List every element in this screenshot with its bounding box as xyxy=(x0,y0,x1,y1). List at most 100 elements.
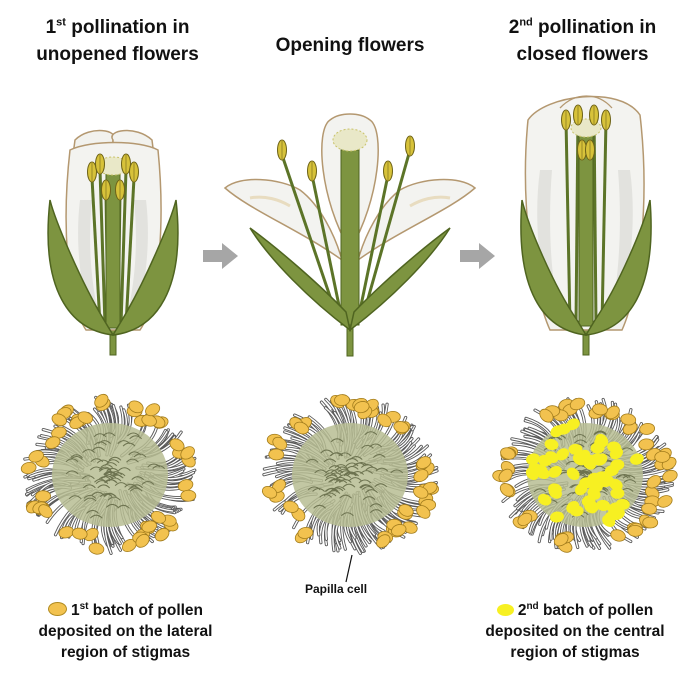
lateral-pollen-grain xyxy=(88,542,105,555)
papilla-core-cell xyxy=(375,467,389,472)
central-pollen-grain xyxy=(566,500,580,514)
papilla-core-cell xyxy=(86,509,99,514)
central-pollen-grain xyxy=(548,465,562,478)
central-pollen-grain xyxy=(604,510,618,523)
papilla-core-cell xyxy=(70,456,83,460)
anther xyxy=(277,139,287,161)
lateral-pollen-grain xyxy=(28,450,44,463)
papilla-core-cell xyxy=(617,474,631,478)
papilla-core-cell xyxy=(129,435,142,440)
lateral-pollen-grain xyxy=(657,495,673,508)
papilla-core-cell xyxy=(342,483,356,488)
papilla-core-cell xyxy=(364,431,378,436)
sepal xyxy=(111,199,179,336)
lateral-pollen-grain xyxy=(51,426,67,439)
stamens xyxy=(280,149,412,321)
sepal xyxy=(520,199,588,336)
papilla-core-cell xyxy=(105,503,119,508)
papilla-core-cell xyxy=(330,452,344,457)
petal xyxy=(356,178,477,262)
title-rest: pollination in xyxy=(65,17,190,38)
papilla-core-cell xyxy=(593,431,607,436)
papilla-core-cell xyxy=(358,479,372,484)
lateral-pollen-grain xyxy=(145,403,161,417)
legend-line1: batch of pollen xyxy=(538,602,654,619)
title-line2: unopened flowers xyxy=(36,44,199,65)
legend-num: 1 xyxy=(70,602,80,619)
papilla-core-cell xyxy=(324,472,337,477)
papilla-core-cell xyxy=(152,465,166,470)
central-pollen-grain xyxy=(566,467,580,480)
papilla-core-cell xyxy=(108,456,122,461)
central-pollen-grain xyxy=(609,478,623,491)
lateral-pollen-grain xyxy=(35,490,52,503)
papilla-core-cell xyxy=(127,432,140,437)
central-pollen-grain xyxy=(610,487,625,499)
lateral-pollen-grain xyxy=(517,512,533,527)
central-pollen-grain xyxy=(574,482,588,496)
anther xyxy=(589,104,599,126)
legend-first-batch: 1st batch of pollen deposited on the lat… xyxy=(8,600,243,663)
sepal xyxy=(47,199,115,336)
lateral-pollen-grain xyxy=(413,486,429,499)
central-pollen-grain xyxy=(615,498,630,510)
lateral-pollen-grain xyxy=(398,504,414,517)
papilla-core-cell xyxy=(334,464,348,468)
lateral-pollen-grain xyxy=(135,533,150,548)
lateral-pollen-grain xyxy=(539,408,554,423)
petal-fold xyxy=(559,95,613,109)
papilla-core-cell xyxy=(92,446,105,451)
papilla-core-cell xyxy=(353,462,366,467)
lateral-pollen-grain xyxy=(334,394,350,406)
papilla-core-cell xyxy=(89,466,103,471)
title-first-pollination: 1st pollination in unopened flowers xyxy=(5,14,230,68)
petal xyxy=(223,178,344,262)
lateral-pollen-grain xyxy=(605,405,620,420)
central-pollen-grain xyxy=(528,462,543,475)
central-pollen-grain xyxy=(544,438,559,451)
papilla-core-cell xyxy=(130,484,143,489)
lateral-pollen-grain xyxy=(128,400,144,414)
papilla-core-cell xyxy=(338,452,352,457)
papilla-core-cell xyxy=(126,458,139,463)
papilla-core-cell xyxy=(622,474,636,479)
lateral-pollen-grain xyxy=(620,413,637,426)
legend-line1: batch of pollen xyxy=(88,602,204,619)
legend-sup: nd xyxy=(526,600,539,612)
lateral-pollen-grain xyxy=(261,485,278,499)
closed-flower xyxy=(520,95,652,356)
papilla-core-cell xyxy=(106,459,120,464)
papilla-core-cell xyxy=(305,458,319,463)
petal-vein xyxy=(409,195,451,208)
papilla-core-cell xyxy=(103,493,117,498)
papilla-core-cell xyxy=(320,449,334,454)
lateral-pollen-grain xyxy=(45,436,61,449)
lateral-pollen-grain xyxy=(638,438,655,451)
papilla-core-cell xyxy=(70,454,83,459)
papilla-core-cell xyxy=(108,477,122,482)
central-pollen-grain xyxy=(581,495,596,507)
stigma xyxy=(332,128,368,152)
lateral-pollen-grain xyxy=(413,469,429,483)
legend-line2: deposited on the lateral xyxy=(38,623,213,640)
title-opening-flowers: Opening flowers xyxy=(275,35,425,56)
lateral-pollen-grain xyxy=(141,520,158,533)
papilla-core-cell xyxy=(103,471,117,476)
lateral-pollen-grain xyxy=(77,411,94,424)
lateral-pollen-grain xyxy=(654,450,671,463)
legend-line2: deposited on the central xyxy=(485,623,665,640)
lateral-pollen-grain xyxy=(376,534,391,548)
papilla-core-cell xyxy=(327,490,341,494)
lateral-pollen-grain xyxy=(353,401,370,414)
papilla-core-cell xyxy=(339,470,353,475)
lateral-pollen-grain xyxy=(150,510,167,524)
central-pollen-grain xyxy=(550,511,564,523)
papilla-core-cell xyxy=(68,495,82,500)
legend-num: 2 xyxy=(517,602,527,619)
central-pollen-grain xyxy=(572,453,587,466)
lateral-pollen-grain xyxy=(169,438,185,452)
papilla-core-cell xyxy=(593,430,607,435)
papilla-core-cell xyxy=(313,504,326,509)
anther xyxy=(101,179,111,201)
